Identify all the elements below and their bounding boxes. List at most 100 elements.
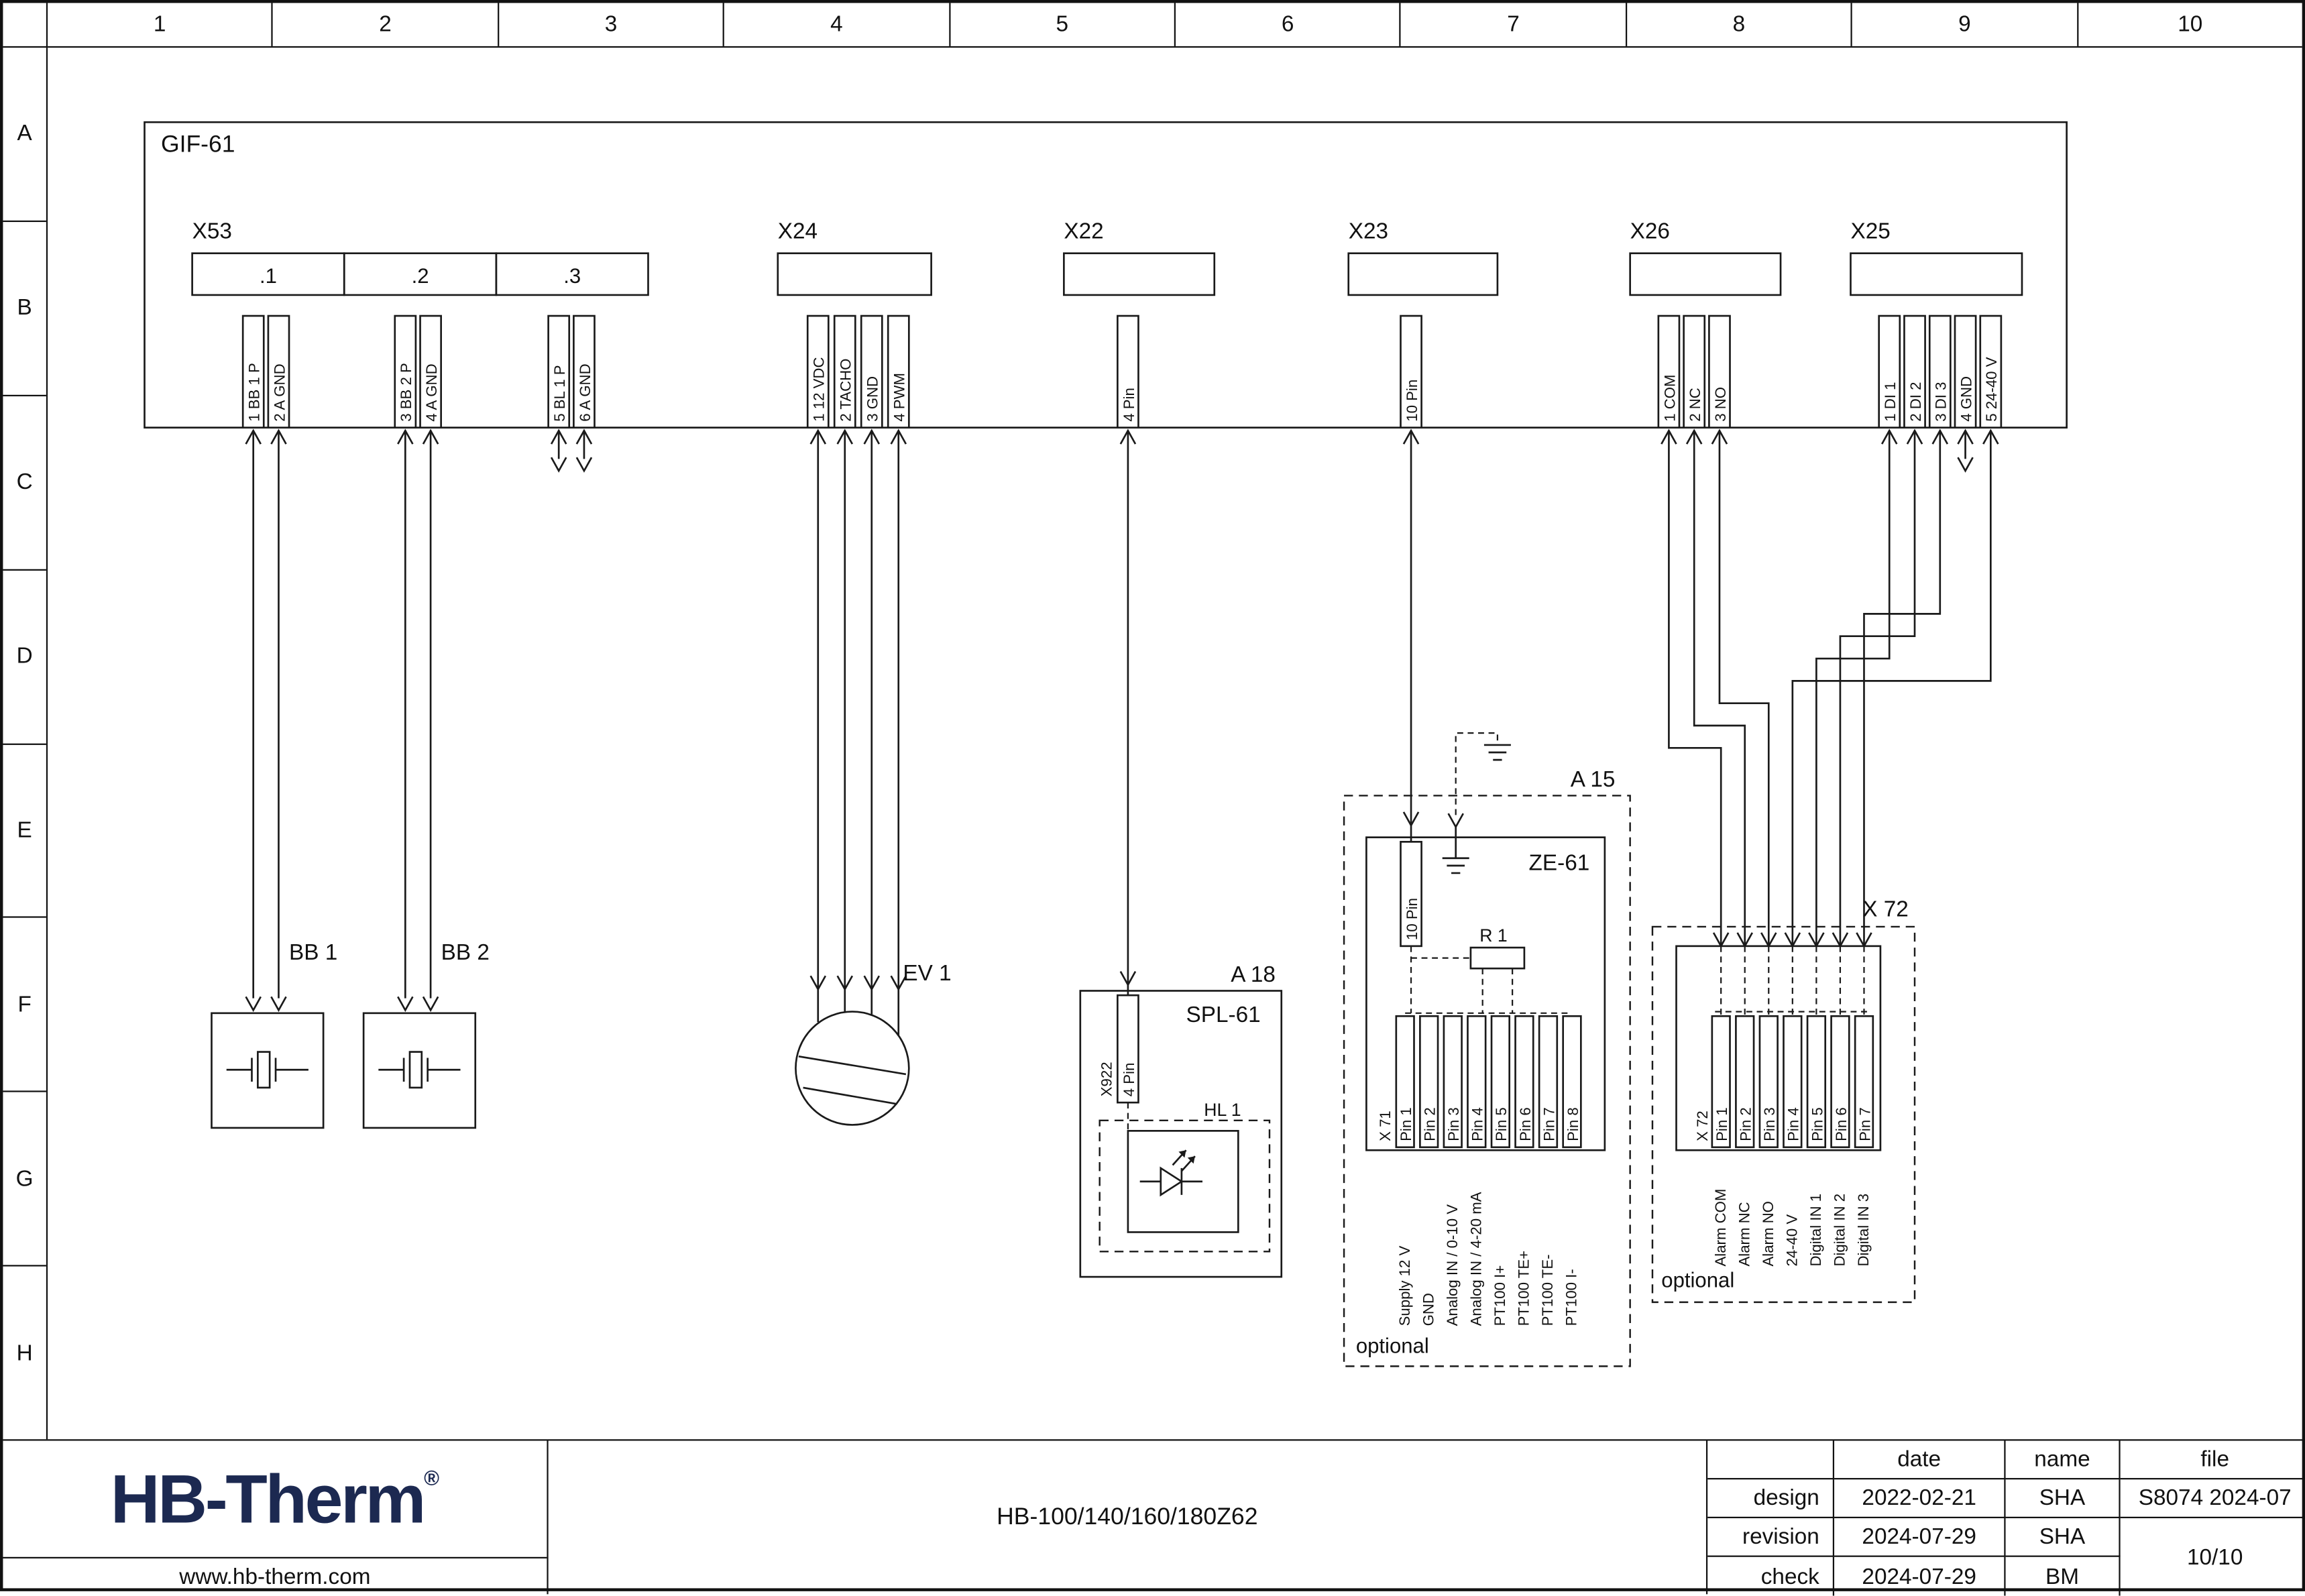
wiring-diagram: GIF-61 X53 .1 .2 .3 1 BB 1 P 2 A GND 3 B…	[144, 121, 2068, 1367]
connector-x53: X53 .1 .2 .3 1 BB 1 P 2 A GND 3 BB 2 P 4…	[191, 219, 649, 429]
connector-x53-label: X53	[192, 219, 232, 243]
row-label: C	[3, 394, 46, 569]
connector-x72-label: X 72	[1694, 1110, 1711, 1141]
column-label: 1	[153, 11, 166, 38]
pin-label: 4 A GND	[423, 363, 440, 421]
pin-label: 10 Pin	[1404, 380, 1420, 422]
wires	[245, 431, 1992, 1036]
column-label: 2	[272, 3, 497, 46]
pin-label: 1 BB 1 P	[246, 363, 263, 422]
signal-label: Digital IN 2	[1832, 1194, 1848, 1267]
pin-label: Pin 1	[1713, 1107, 1730, 1141]
pin-label: Pin 8	[1565, 1107, 1581, 1141]
signal-label: Digital IN 3	[1855, 1194, 1872, 1267]
pin-label: Pin 6	[1517, 1107, 1534, 1141]
component-a18: A 18 SPL-61 4 Pin X922 HL 1	[1079, 962, 1283, 1278]
signal-label: PT100 TE+	[1516, 1251, 1532, 1326]
column-label: 7	[1400, 3, 1625, 46]
column-label: 5	[948, 3, 1174, 46]
pin-label: 2 NC	[1687, 388, 1703, 422]
table-header-name: name	[2005, 1440, 2121, 1480]
table-header-date: date	[1834, 1440, 2006, 1480]
table-row-label: design	[1707, 1479, 1835, 1519]
signal-label: Digital IN 1	[1807, 1194, 1824, 1267]
pin-label: Pin 2	[1738, 1107, 1754, 1141]
bb1-label: BB 1	[289, 940, 337, 965]
table-cell-name: SHA	[2005, 1518, 2121, 1557]
a18-label: A 18	[1231, 962, 1276, 987]
file-id: S8074 2024-07	[2120, 1479, 2305, 1519]
pin-label: Pin 7	[1856, 1107, 1873, 1141]
bb2-label: BB 2	[441, 940, 490, 965]
signal-label: GND	[1420, 1293, 1437, 1326]
title-block-title: HB-100/140/160/180Z62	[547, 1440, 1706, 1595]
pin-label: Pin 4	[1785, 1107, 1802, 1141]
pin-label: 5 BL 1 P	[551, 365, 568, 421]
signal-label: PT100 TE-	[1539, 1254, 1556, 1326]
table-cell-name: SHA	[2005, 1479, 2121, 1519]
title-block-table: date name file design 2022-02-21 SHA S80…	[1705, 1440, 2305, 1596]
ground-icon	[1441, 857, 1471, 874]
ze61-label: ZE-61	[1529, 851, 1590, 876]
ground-icon	[1483, 744, 1512, 761]
signal-label: Analog IN / 4-20 mA	[1467, 1192, 1484, 1326]
signal-label: Supply 12 V	[1396, 1245, 1413, 1326]
component-bb1: BB 1	[211, 940, 337, 1129]
pin-label: 5 24-40 V	[1983, 357, 2000, 421]
table-row-label: revision	[1707, 1518, 1835, 1557]
pin-label: Pin 3	[1761, 1107, 1778, 1141]
connector-x26-label: X26	[1630, 219, 1670, 243]
page-number: 10/10	[2186, 1544, 2243, 1570]
column-ruler: 1 2 3 4 5 6 7 8 9 10	[48, 3, 2302, 48]
optional-label: optional	[1356, 1334, 1429, 1357]
x72-label: X 72	[1862, 897, 1909, 921]
pin-label: Pin 7	[1540, 1107, 1557, 1141]
component-ev1: EV 1	[795, 961, 952, 1126]
column-label: 6	[1174, 3, 1400, 46]
pin-label: 3 BB 2 P	[398, 363, 414, 422]
row-label: E	[3, 742, 46, 917]
title-block: HB-Therm® www.hb-therm.com HB-100/140/16…	[3, 1439, 2305, 1596]
signal-label: 24-40 V	[1783, 1214, 1800, 1267]
pin-label: 4 Pin	[1121, 1063, 1137, 1097]
signal-label: PT100 I+	[1492, 1265, 1508, 1326]
pin-label: 4 PWM	[891, 373, 908, 422]
table-row-label: check	[1707, 1556, 1835, 1596]
row-label: H	[3, 1265, 46, 1440]
connector-x23-label: X23	[1349, 219, 1388, 243]
company-logo: HB-Therm®	[3, 1440, 547, 1556]
pin-label: Pin 2	[1422, 1107, 1439, 1141]
pin-label: Pin 5	[1493, 1107, 1510, 1141]
pin-label: 1 COM	[1661, 374, 1678, 421]
gif-61-label: GIF-61	[161, 131, 235, 158]
pin-label: Pin 5	[1809, 1107, 1825, 1141]
fan-icon	[795, 1011, 910, 1126]
pin-label: 3 NO	[1712, 387, 1729, 422]
section-label: .3	[563, 264, 581, 288]
signal-label: Alarm COM	[1712, 1189, 1729, 1267]
section-label: .2	[412, 264, 429, 288]
column-label: 3	[497, 3, 723, 46]
r1-label: R 1	[1479, 925, 1507, 946]
pin-label: 4 GND	[1958, 376, 1974, 422]
company-logo-text: HB-Therm	[110, 1460, 427, 1538]
spl61-label: SPL-61	[1186, 1003, 1261, 1027]
column-label: 8	[1625, 3, 1851, 46]
connector-x922-label: X922	[1098, 1062, 1115, 1096]
signal-label: Alarm NO	[1760, 1201, 1777, 1266]
pin-label: 10 Pin	[1404, 898, 1420, 940]
connector-x26: X26 1 COM 2 NC 3 NO	[1629, 219, 1782, 429]
pin-label: Pin 6	[1833, 1107, 1850, 1141]
pin-label: 2 DI 2	[1907, 382, 1924, 422]
row-ruler: A B C D E F G H	[3, 48, 48, 1440]
crystal-icon	[378, 1051, 461, 1089]
signal-label: Analog IN / 0-10 V	[1444, 1204, 1461, 1326]
crystal-icon	[226, 1051, 308, 1089]
document-title: HB-100/140/160/180Z62	[997, 1503, 1258, 1530]
column-label: 10	[2076, 3, 2302, 46]
pin-label: 6 A GND	[577, 363, 594, 421]
table-cell-date: 2024-07-29	[1834, 1518, 2006, 1557]
optional-label: optional	[1661, 1269, 1734, 1292]
row-label: B	[3, 220, 46, 395]
component-a15: A 15 optional ZE-61 10 Pin R 1 X 71 Pin …	[1343, 767, 1631, 1367]
